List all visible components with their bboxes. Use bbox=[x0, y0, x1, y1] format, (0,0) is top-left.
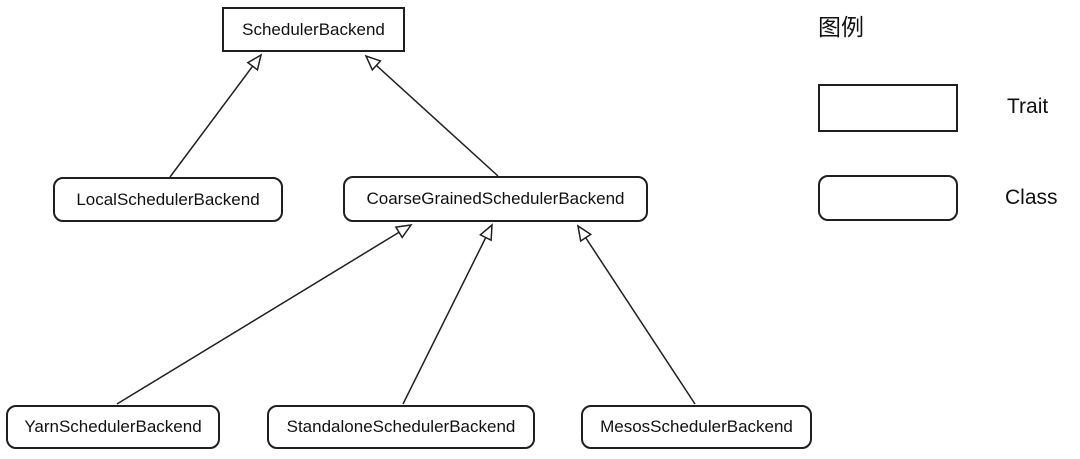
legend-trait-swatch bbox=[818, 84, 958, 132]
legend-trait-label: Trait bbox=[1007, 95, 1049, 118]
arrow-local-extends-schedulerbackend bbox=[169, 53, 263, 178]
legend-class-label: Class bbox=[1005, 186, 1058, 209]
node-standalone-scheduler-backend: StandaloneSchedulerBackend bbox=[267, 405, 535, 449]
arrow-coarsegrained-extends-schedulerbackend bbox=[364, 54, 499, 177]
node-local-scheduler-backend: LocalSchedulerBackend bbox=[53, 177, 283, 222]
node-coarse-grained-scheduler-backend: CoarseGrainedSchedulerBackend bbox=[343, 176, 648, 222]
node-yarn-scheduler-backend: YarnSchedulerBackend bbox=[6, 405, 220, 449]
node-mesos-scheduler-backend: MesosSchedulerBackend bbox=[581, 405, 812, 449]
arrow-standalone-extends-coarsegrained bbox=[402, 223, 493, 405]
legend-class-swatch bbox=[818, 175, 958, 221]
legend-title: 图例 bbox=[818, 14, 864, 40]
arrow-mesos-extends-coarsegrained bbox=[576, 224, 696, 405]
arrow-yarn-extends-coarsegrained bbox=[116, 224, 413, 405]
node-scheduler-backend: SchedulerBackend bbox=[222, 7, 405, 52]
